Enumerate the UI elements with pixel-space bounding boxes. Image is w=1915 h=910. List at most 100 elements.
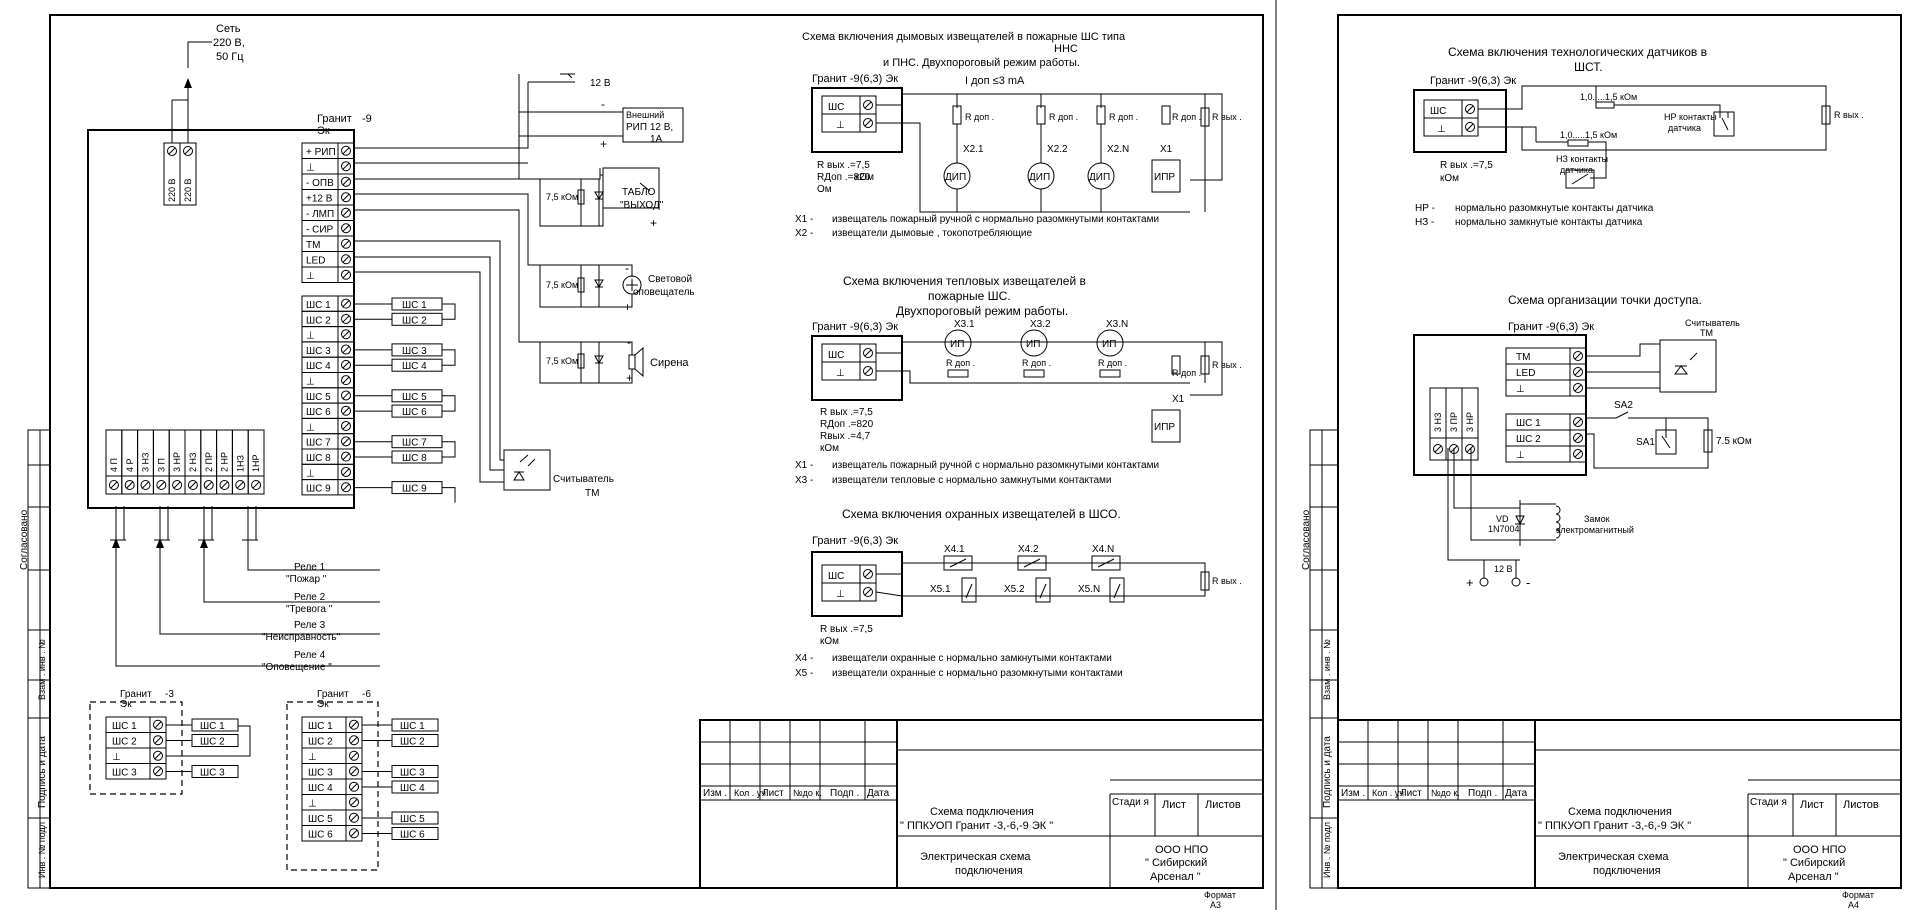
mains-title: Сеть bbox=[216, 23, 241, 35]
power-terminal-label: +12 В bbox=[306, 194, 333, 205]
g6-terminal-label: ⊥ bbox=[308, 799, 317, 810]
smoke-legend-2b: извещатели дымовые , токопотребляющие bbox=[832, 227, 1033, 239]
g6-terminal-label: ШС 4 bbox=[308, 783, 333, 794]
access-terminal-screw bbox=[1573, 383, 1583, 393]
relay-terminal-label: 4 Р bbox=[125, 458, 135, 472]
relay-terminal-screw bbox=[172, 480, 183, 490]
power-terminal-screw-slot bbox=[342, 147, 350, 155]
smoke-detector-id: X2.N bbox=[1107, 144, 1129, 155]
g6-terminal-screw-slot bbox=[350, 752, 358, 760]
relay-terminal-screw-slot bbox=[142, 481, 149, 489]
loop-output-label: ШС 1 bbox=[402, 300, 427, 311]
power-terminal-screw bbox=[341, 269, 351, 280]
relay-3-label: Реле 3 bbox=[294, 620, 326, 631]
loop-terminal-label: ⊥ bbox=[306, 377, 315, 388]
heat-term-gnd: ⊥ bbox=[836, 368, 845, 379]
access-relay-label: 3 НЗ bbox=[1433, 413, 1443, 432]
access-terminal-screw-slot bbox=[1574, 384, 1582, 392]
g6-terminal-screw bbox=[349, 750, 359, 761]
nc-contact-blade bbox=[1097, 558, 1115, 568]
tech-np-label-1: НР контакты bbox=[1664, 112, 1717, 122]
device-name: Гранит bbox=[317, 113, 352, 125]
no-contact-blade bbox=[965, 583, 973, 599]
mains-terminal-2: 220 В bbox=[183, 178, 193, 202]
tech-rvyh: R вых . bbox=[1834, 110, 1864, 120]
no-contact bbox=[1035, 577, 1051, 603]
loop-terminal-screw-slot bbox=[342, 376, 350, 384]
access-reader-2: ТМ bbox=[1700, 328, 1713, 338]
smoke-rdop-label: R доп . bbox=[1049, 112, 1078, 122]
power-terminal-label: ⊥ bbox=[306, 271, 315, 282]
tech-title-1: Схема включения технологических датчиков… bbox=[1448, 45, 1707, 59]
heat-detector bbox=[1020, 329, 1048, 357]
loop-terminal-label: ШС 9 bbox=[306, 484, 331, 495]
power-terminal-screw bbox=[341, 238, 351, 249]
loop-output-return bbox=[442, 401, 456, 412]
exit-sign-label-2: "ВЫХОД" bbox=[620, 200, 664, 211]
tablo-resistor-label: 7,5 кОм bbox=[546, 192, 578, 202]
security-rvyh: R вых . bbox=[1212, 576, 1242, 586]
g3-terminal-label: ⊥ bbox=[112, 752, 121, 763]
power-terminal-screw bbox=[341, 223, 351, 234]
mains-frequency: 50 Гц bbox=[216, 51, 244, 63]
main-device-granit9: Гранит -9 Эк 220 В 220 В bbox=[87, 113, 372, 509]
smoke-ipr-rdop bbox=[1161, 105, 1171, 125]
tech-nz-label-2: датчика bbox=[1560, 165, 1593, 175]
a4-tb-format-2: А4 bbox=[1848, 900, 1859, 910]
reader-label-1: Считыватель bbox=[553, 474, 614, 485]
access-12v: 12 В bbox=[1494, 564, 1513, 574]
g6-loop-label: ШС 5 bbox=[400, 814, 425, 825]
heat-detector bbox=[944, 329, 972, 357]
relay-terminal-label: 2 ПР bbox=[204, 452, 214, 472]
loop-terminal-screw bbox=[341, 375, 351, 386]
access-relay-screw-slot bbox=[1434, 445, 1442, 453]
g6-terminal-screw-slot bbox=[350, 798, 358, 806]
relay-terminal-screw bbox=[156, 480, 167, 490]
heat-detector-id: Х3.1 bbox=[954, 319, 975, 330]
mains-terminal-1: 220 В bbox=[167, 178, 177, 202]
svg-text:+: + bbox=[626, 371, 633, 385]
relay-terminal-label: 4 П bbox=[109, 458, 119, 472]
relay-4-label: Реле 4 bbox=[294, 650, 326, 661]
relay-terminal-screw-slot bbox=[189, 481, 197, 489]
access-title: Схема организации точки доступа. bbox=[1508, 293, 1702, 307]
access-terminal bbox=[1505, 445, 1587, 463]
relay-terminal-screw-slot bbox=[126, 481, 134, 489]
nc-contact-blade bbox=[949, 558, 967, 568]
access-res: 7.5 кОм bbox=[1716, 436, 1752, 447]
loop-output-return bbox=[442, 395, 456, 411]
g6-terminal-screw bbox=[349, 828, 359, 839]
access-terminal-label: ШС 1 bbox=[1516, 418, 1541, 429]
power-terminal bbox=[301, 266, 355, 283]
ext-psu-label-1: Внешний bbox=[626, 110, 664, 120]
no-contact-blade bbox=[1039, 583, 1047, 599]
access-relay-screw bbox=[1433, 444, 1443, 454]
tb-org-1: ООО НПО bbox=[1155, 844, 1209, 856]
smoke-detector-label: ДИП bbox=[1029, 172, 1050, 183]
tb-col-list: Лист bbox=[762, 788, 784, 799]
loop-terminal-label: ШС 7 bbox=[306, 438, 331, 449]
loop-output-label: ШС 6 bbox=[402, 407, 427, 418]
loop-terminal-label: ШС 3 bbox=[306, 346, 331, 357]
no-contact bbox=[961, 577, 977, 603]
smoke-detector-label: ДИП bbox=[1089, 172, 1110, 183]
light-resistor-label: 7,5 кОм bbox=[546, 280, 578, 290]
no-contact bbox=[1109, 577, 1125, 603]
power-terminal-screw-slot bbox=[342, 193, 350, 201]
nc-contact-blade bbox=[1023, 558, 1041, 568]
loop-output-return bbox=[442, 355, 456, 366]
tech-scheme: Схема включения технологических датчиков… bbox=[1413, 45, 1864, 228]
relay-3-name: "Неисправность" bbox=[262, 632, 341, 643]
g6-terminal-screw bbox=[349, 797, 359, 808]
manual-call-point bbox=[1151, 159, 1181, 193]
g6-loop-label: ШС 6 bbox=[400, 830, 425, 841]
side-stamp-a4: Согласовано Взам . инв . № Подпись и дат… bbox=[1301, 429, 1339, 889]
loop-output-label: ШС 3 bbox=[402, 346, 427, 357]
heat-detector-label: ИП bbox=[1102, 339, 1116, 350]
relay-terminal-screw bbox=[187, 480, 198, 490]
tech-legend-1a: НР - bbox=[1415, 203, 1435, 214]
loop-outputs: ШС 1ШС 2ШС 3ШС 4ШС 5ШС 6ШС 7ШС 8ШС 9 bbox=[354, 297, 456, 503]
smoke-device: Гранит -9(6,3) Эк bbox=[812, 73, 898, 85]
